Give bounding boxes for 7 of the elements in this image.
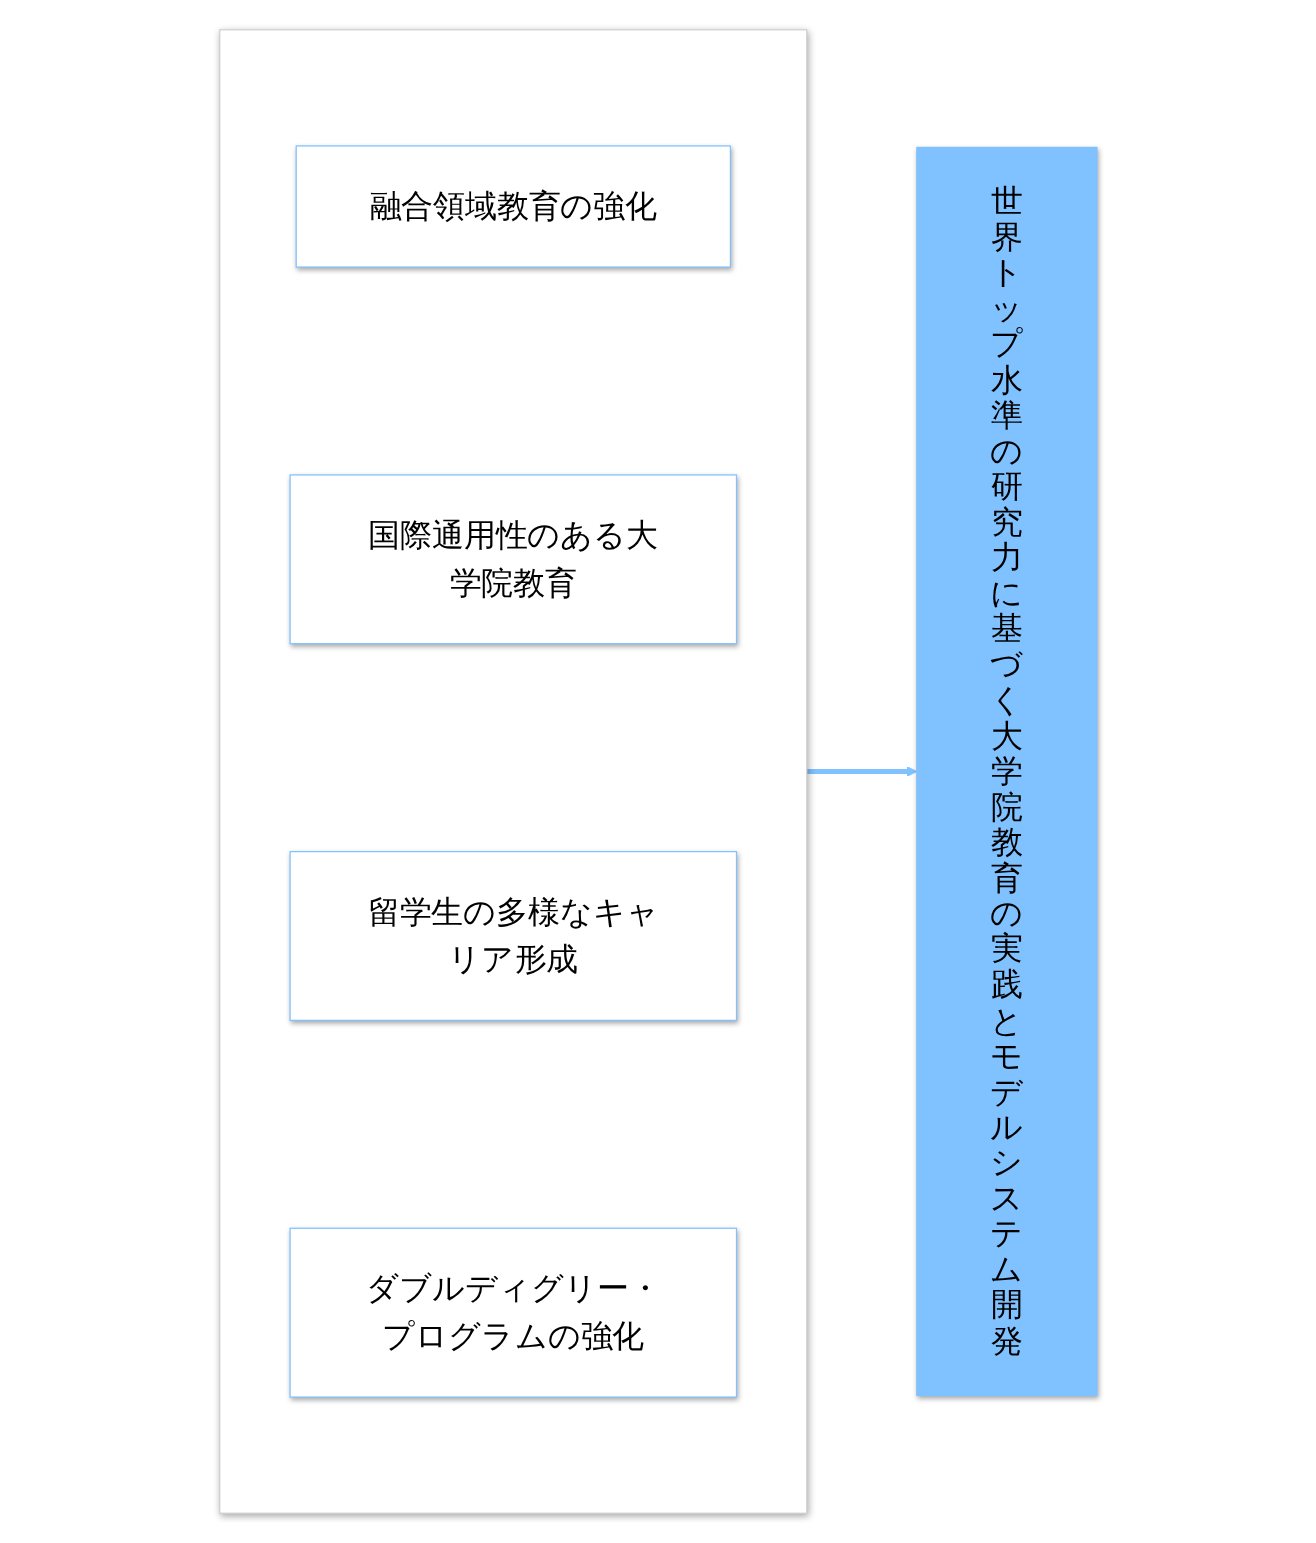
node-box: 世界トップ水準の研究力に基づく大学院教育の実践とモデルシステム開発 — [915, 146, 1098, 1397]
node-box: ダブルディグリー・プログラムの強化 — [289, 1227, 737, 1398]
arrow — [806, 766, 917, 777]
node-box: 融合領域教育の強化 — [295, 145, 731, 268]
node-box: 国際通用性のある大学院教育 — [289, 474, 737, 645]
node-box: 留学生の多様なキャリア形成 — [289, 851, 737, 1021]
cluster — [218, 29, 807, 1514]
